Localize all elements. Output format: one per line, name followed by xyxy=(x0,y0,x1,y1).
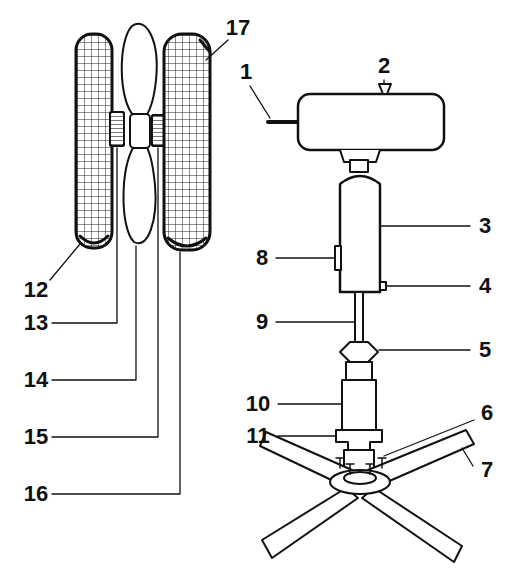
callout-number: 15 xyxy=(24,426,48,448)
callout-number: 12 xyxy=(24,279,48,301)
upper-tube xyxy=(336,362,382,450)
callout-number: 9 xyxy=(256,311,268,333)
callout-number: 8 xyxy=(256,247,268,269)
callout-number: 3 xyxy=(479,215,491,237)
rear-guard xyxy=(76,34,112,248)
callout-number: 16 xyxy=(24,483,48,505)
callout-number: 10 xyxy=(246,393,270,415)
cross-base xyxy=(260,430,474,562)
leader-lines xyxy=(50,40,474,494)
callout-number: 14 xyxy=(24,369,48,391)
motor-housing xyxy=(268,84,444,172)
callout-number: 2 xyxy=(378,55,390,77)
inner-pole xyxy=(355,292,363,342)
callout-number: 13 xyxy=(24,312,48,334)
spinner xyxy=(152,115,164,146)
callout-number: 5 xyxy=(479,339,491,361)
callout-number: 1 xyxy=(240,61,252,83)
base-screws xyxy=(336,458,386,474)
callout-number: 17 xyxy=(226,17,250,39)
callout-number: 7 xyxy=(481,459,493,481)
callout-number: 11 xyxy=(246,425,269,447)
upper-body xyxy=(335,176,386,292)
height-collar xyxy=(340,342,378,362)
callout-number: 6 xyxy=(481,402,493,424)
rear-nut xyxy=(110,112,124,146)
front-guard xyxy=(164,34,210,250)
callout-number: 4 xyxy=(479,275,491,297)
